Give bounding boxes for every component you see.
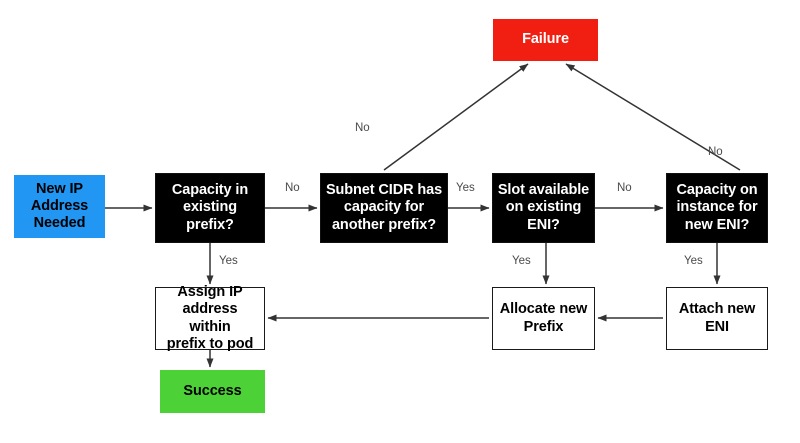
node-capacity-on-instance-for-new-eni[interactable]: Capacity on instance for new ENI? — [666, 173, 768, 243]
edge-label-subnet-no-to-failure: No — [355, 122, 370, 134]
node-slot-available-on-existing-eni[interactable]: Slot available on existing ENI? — [492, 173, 595, 243]
edge-label-capacity-no-to-subnet: No — [285, 182, 300, 194]
node-success[interactable]: Success — [160, 370, 265, 413]
edge-label-capacity-instance-no-to-failure: No — [708, 146, 723, 158]
node-new-ip-address-needed[interactable]: New IP Address Needed — [14, 175, 105, 238]
edge-label-subnet-yes-to-slot: Yes — [456, 182, 475, 194]
edge-label-capacity-yes-to-assign: Yes — [219, 255, 238, 267]
edge-label-slot-yes-to-allocate: Yes — [512, 255, 531, 267]
node-attach-new-eni[interactable]: Attach new ENI — [666, 287, 768, 350]
node-subnet-cidr-has-capacity[interactable]: Subnet CIDR has capacity for another pre… — [320, 173, 448, 243]
node-allocate-new-prefix[interactable]: Allocate new Prefix — [492, 287, 595, 350]
edge-label-capacity-instance-yes-to-attach: Yes — [684, 255, 703, 267]
edge-label-slot-no-to-capacity-instance: No — [617, 182, 632, 194]
node-failure[interactable]: Failure — [493, 19, 598, 61]
edge-subnet-no-to-failure — [383, 63, 529, 171]
node-capacity-in-existing-prefix[interactable]: Capacity in existing prefix? — [155, 173, 265, 243]
node-assign-ip-address-within-prefix-to-pod[interactable]: Assign IP address within prefix to pod — [155, 284, 265, 352]
